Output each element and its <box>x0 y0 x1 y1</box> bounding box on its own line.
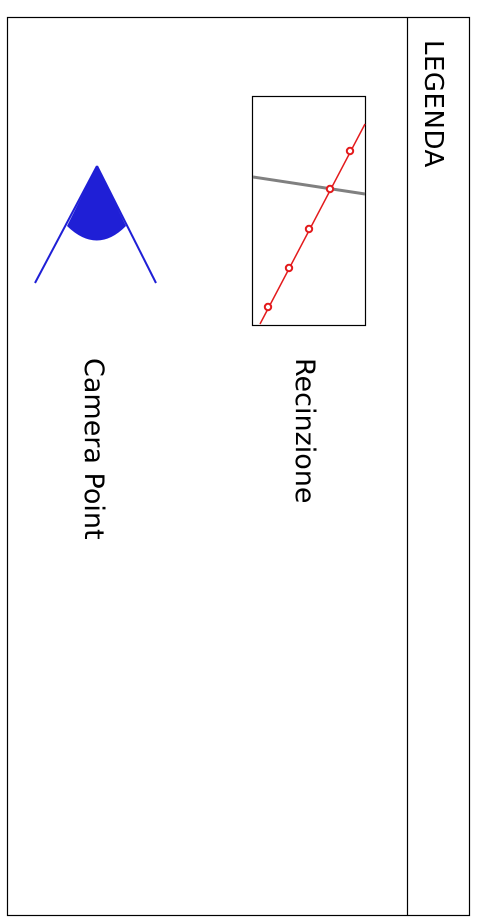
camera-field-of-view-icon <box>34 165 157 284</box>
fence-line <box>259 123 366 325</box>
crossing-road-line <box>252 175 366 196</box>
legend-title: LEGENDA <box>418 40 448 168</box>
fence-line-icon <box>251 95 367 327</box>
fence-post-marker <box>345 146 355 156</box>
camera-point-label: Camera Point <box>78 358 109 540</box>
fence-post-marker <box>284 263 294 273</box>
fence-label: Recinzione <box>289 358 320 504</box>
legend-frame <box>6 16 471 917</box>
fence-post-marker <box>263 302 273 312</box>
fence-post-marker <box>325 184 335 194</box>
fence-post-marker <box>304 224 314 234</box>
